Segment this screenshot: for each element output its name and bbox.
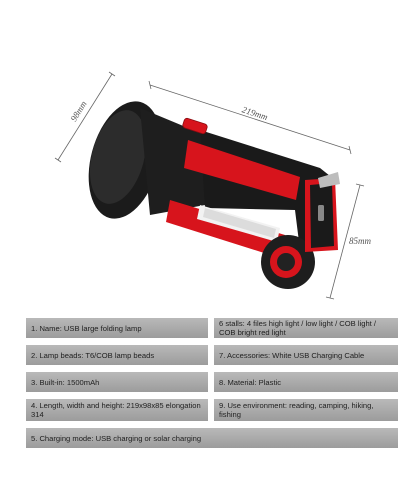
- product-photo: 98mm 219mm 85mm: [54, 71, 371, 300]
- usb-port: [318, 205, 324, 221]
- spec-built-in: 3. Built-in: 1500mAh: [26, 372, 208, 392]
- dimension-lines: [54, 71, 365, 300]
- spec-row-2: 2. Lamp beads: T6/COB lamp beads 7. Acce…: [26, 345, 398, 365]
- spec-charging-mode: 5. Charging mode: USB charging or solar …: [26, 428, 398, 448]
- spec-table: 1. Name: USB large folding lamp 6 stalls…: [26, 318, 398, 455]
- spec-accessories: 7. Accessories: White USB Charging Cable: [214, 345, 398, 365]
- spec-stalls: 6 stalls: 4 files high light / low light…: [214, 318, 398, 338]
- height-label: 85mm: [349, 236, 371, 246]
- spec-name: 1. Name: USB large folding lamp: [26, 318, 208, 338]
- spec-dimensions: 4. Length, width and height: 219x98x85 e…: [26, 399, 208, 421]
- spec-row-3: 3. Built-in: 1500mAh 8. Material: Plasti…: [26, 372, 398, 392]
- spec-row-4: 4. Length, width and height: 219x98x85 e…: [26, 399, 398, 421]
- diameter-label: 98mm: [68, 99, 88, 123]
- flashlight: [88, 101, 340, 289]
- spec-lamp-beads: 2. Lamp beads: T6/COB lamp beads: [26, 345, 208, 365]
- spec-row-1: 1. Name: USB large folding lamp 6 stalls…: [26, 318, 398, 338]
- spec-row-5: 5. Charging mode: USB charging or solar …: [26, 428, 398, 448]
- spec-use-environment: 9. Use environment: reading, camping, hi…: [214, 399, 398, 421]
- spec-material: 8. Material: Plastic: [214, 372, 398, 392]
- length-label: 219mm: [241, 104, 270, 122]
